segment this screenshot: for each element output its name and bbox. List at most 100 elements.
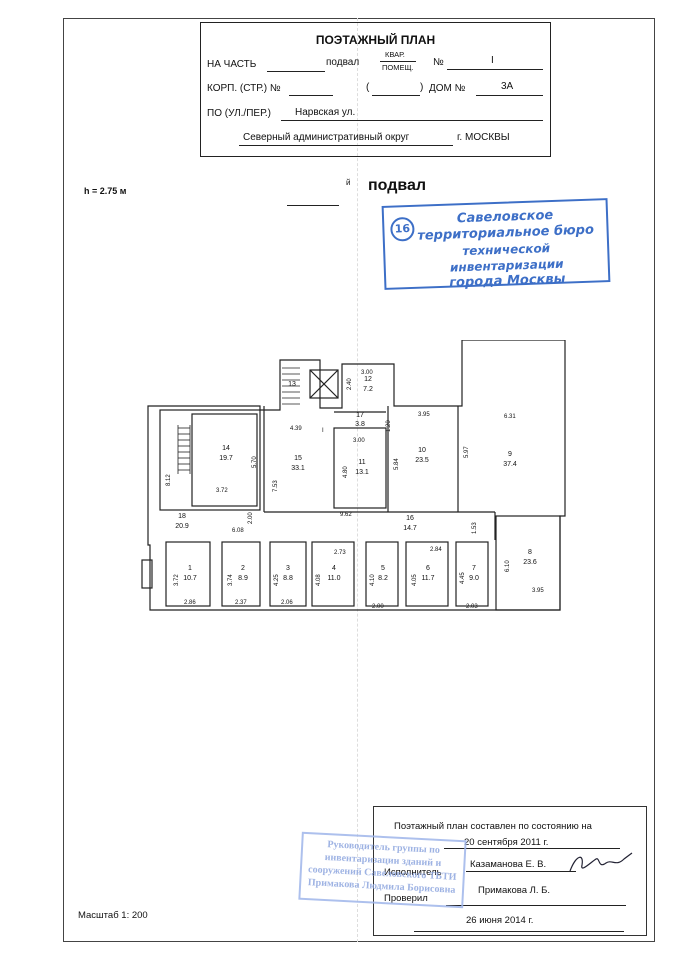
- state-date: 20 сентября 2011 г.: [464, 837, 549, 848]
- room-area: 11.0: [327, 575, 340, 582]
- room-number: 7: [472, 565, 476, 572]
- room-number: 10: [418, 447, 426, 454]
- room-area: 14.7: [403, 525, 417, 532]
- dimension: 2.73: [334, 550, 346, 556]
- dimension: 6.10: [505, 560, 511, 572]
- dimension: 6.31: [504, 414, 516, 420]
- checker-name: Примакова Л. Б.: [478, 885, 551, 896]
- dimension: 2.00: [248, 512, 254, 524]
- dimension: 2.06: [281, 600, 293, 606]
- room-area: 10.7: [183, 575, 197, 582]
- dimension: 4.10: [370, 574, 376, 586]
- street-label: ПО (УЛ./ПЕР.): [207, 108, 271, 119]
- dimension: 7.53: [273, 480, 279, 492]
- room-area: 13.1: [355, 469, 369, 476]
- room-area: 23.5: [415, 457, 429, 464]
- room-number: 5: [381, 565, 385, 572]
- dimension: 3.72: [174, 574, 180, 586]
- state-as-of-text: Поэтажный план составлен по состоянию на: [394, 821, 592, 832]
- street-value: Нарвская ул.: [295, 107, 356, 118]
- drawing-sheet-border: [63, 18, 655, 942]
- room-number: 1: [188, 565, 192, 572]
- dimension: I: [322, 428, 324, 434]
- room-area: 19.7: [219, 455, 233, 462]
- floor-number-line: [287, 205, 339, 206]
- paren-close: ): [420, 82, 424, 93]
- district-value: Северный административный округ: [243, 132, 410, 143]
- title-block: ПОЭТАЖНЫЙ ПЛАН НА ЧАСТЬ подвал КВАР. ПОМ…: [200, 22, 551, 157]
- room-area: 8.2: [378, 575, 388, 582]
- dimension: 4.80: [343, 466, 349, 478]
- executor-signature: [569, 852, 633, 872]
- dimension: 4.45: [460, 572, 466, 584]
- dimension: 2.84: [430, 547, 442, 553]
- walls: [141, 340, 566, 611]
- room-area: 9.0: [469, 575, 479, 582]
- dimension: 3.95: [532, 588, 544, 594]
- dimension-labels: 3.00 2.40 1.20 3.95 6.31 4.39 I 3.00 5.7…: [166, 370, 544, 610]
- dimension: 6.08: [232, 528, 244, 534]
- dimension: 4.08: [316, 574, 322, 586]
- kind-bottom: ПОМЕЩ.: [382, 63, 414, 72]
- room-number: 11: [358, 459, 365, 466]
- room-area: 20.9: [175, 523, 189, 530]
- dimension: 2.03: [466, 604, 478, 610]
- dimension: 2.00: [372, 604, 384, 610]
- checker-label: Проверил: [384, 893, 428, 904]
- dimension: 4.39: [290, 426, 302, 432]
- room-number: 16: [406, 515, 414, 522]
- room-number: 15: [294, 455, 302, 462]
- dimension: 4.05: [412, 574, 418, 586]
- dimension: 5.70: [252, 456, 258, 468]
- room-area: 23.6: [523, 559, 537, 566]
- room-number: 9: [508, 451, 512, 458]
- room-number: 14: [222, 445, 230, 452]
- dimension: 2.37: [235, 600, 247, 606]
- kind-top: КВАР.: [385, 50, 405, 59]
- house-label: ДОМ №: [429, 83, 466, 94]
- floor-name: подвал: [368, 177, 427, 194]
- room-number: 17: [356, 412, 364, 419]
- room-number: 2: [241, 565, 245, 572]
- dimension: 5.97: [464, 446, 470, 458]
- number-label: №: [433, 57, 444, 68]
- executive-stamp: Руководитель группы по инвентаризации зд…: [298, 831, 467, 909]
- part-value: подвал: [326, 57, 360, 68]
- dimension: 3.00: [361, 370, 373, 376]
- plan-title: ПОЭТАЖНЫЙ ПЛАН: [315, 33, 436, 47]
- floor-plan: 14 19.7 15 33.1 11 13.1 10 23.5 9 37.4 1…: [141, 340, 566, 611]
- check-date: 26 июня 2014 г.: [466, 915, 534, 926]
- room-area: 8.8: [283, 575, 293, 582]
- room-number: 6: [426, 565, 430, 572]
- room-area: 11.7: [421, 575, 434, 582]
- room-number: 3: [286, 565, 290, 572]
- executor-name: Казаманова Е. В.: [470, 859, 547, 870]
- room-number: 18: [178, 513, 186, 520]
- dimension: 8.12: [166, 474, 172, 486]
- dimension: 2.86: [184, 600, 196, 606]
- executor-label: Исполнитель: [384, 867, 442, 878]
- dimension: 2.40: [347, 378, 353, 390]
- part-label: НА ЧАСТЬ: [207, 59, 257, 70]
- number-value: I: [491, 55, 494, 66]
- room-area: 8.9: [238, 575, 248, 582]
- room-area: 3.8: [355, 421, 365, 428]
- bti-stamp: 16 Савеловское территориальное бюро техн…: [381, 198, 611, 291]
- paren-open: (: [366, 82, 370, 93]
- room-labels: 14 19.7 15 33.1 11 13.1 10 23.5 9 37.4 1…: [175, 376, 537, 582]
- room-number: 13: [288, 381, 296, 388]
- dimension: 1.53: [472, 522, 478, 534]
- room-area: 7.2: [363, 386, 373, 393]
- dimension: 3.74: [228, 574, 234, 586]
- dimension: 3.00: [353, 438, 365, 444]
- building-label: КОРП. (СТР.) №: [207, 83, 281, 94]
- fold-line: [357, 18, 358, 942]
- dimension: 1.20: [386, 420, 392, 432]
- room-number: 8: [528, 549, 532, 556]
- room-area: 33.1: [291, 465, 305, 472]
- city-value: г. МОСКВЫ: [457, 132, 510, 143]
- room-number: 12: [364, 376, 372, 383]
- dimension: 4.25: [274, 574, 280, 586]
- dimension: 9.62: [340, 512, 352, 518]
- dimension: 3.95: [418, 412, 430, 418]
